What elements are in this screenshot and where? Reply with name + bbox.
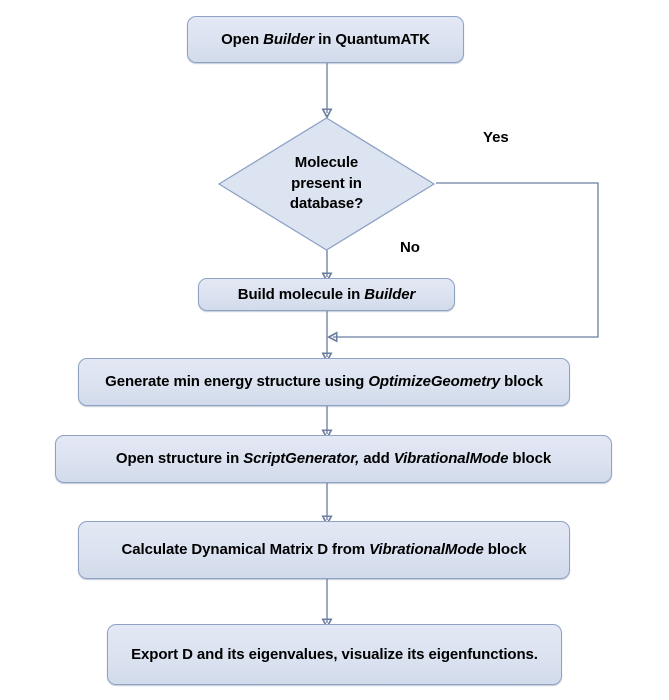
emphasis-builder-2: Builder	[364, 285, 416, 303]
edge-label-yes: Yes	[483, 129, 509, 146]
node-generate-min-energy-structure-label: Generate min energy structure using Opti…	[105, 373, 543, 391]
node-build-molecule[interactable]: Build molecule in Builder	[198, 278, 455, 311]
emphasis-vibrationalmode-2: VibrationalMode	[369, 541, 484, 559]
node-open-structure-scriptgenerator[interactable]: Open structure in ScriptGenerator, add V…	[55, 435, 612, 483]
node-open-builder[interactable]: Open Builder in QuantumATK	[187, 16, 464, 63]
edge-label-no: No	[400, 239, 420, 256]
emphasis-vibrationalmode: VibrationalMode	[393, 450, 509, 468]
node-export-eigenvalues[interactable]: Export D and its eigenvalues, visualize …	[107, 624, 562, 685]
emphasis-builder: Builder	[263, 30, 315, 48]
emphasis-scriptgenerator: ScriptGenerator,	[243, 450, 360, 468]
node-generate-min-energy-structure[interactable]: Generate min energy structure using Opti…	[78, 358, 570, 406]
node-build-molecule-label: Build molecule in Builder	[237, 285, 416, 303]
node-calculate-dynamical-matrix[interactable]: Calculate Dynamical Matrix D from Vibrat…	[78, 521, 570, 579]
emphasis-optimizegeometry: OptimizeGeometry	[368, 373, 501, 391]
node-open-builder-label: Open Builder in QuantumATK	[221, 30, 430, 48]
node-calculate-dynamical-matrix-label: Calculate Dynamical Matrix D from Vibrat…	[121, 541, 527, 559]
node-open-structure-scriptgenerator-label: Open structure in ScriptGenerator, add V…	[115, 450, 552, 468]
node-export-eigenvalues-label: Export D and its eigenvalues, visualize …	[131, 645, 538, 663]
diamond-shape	[218, 117, 435, 251]
node-molecule-in-database-decision[interactable]: Molecule present in database?	[218, 117, 435, 251]
